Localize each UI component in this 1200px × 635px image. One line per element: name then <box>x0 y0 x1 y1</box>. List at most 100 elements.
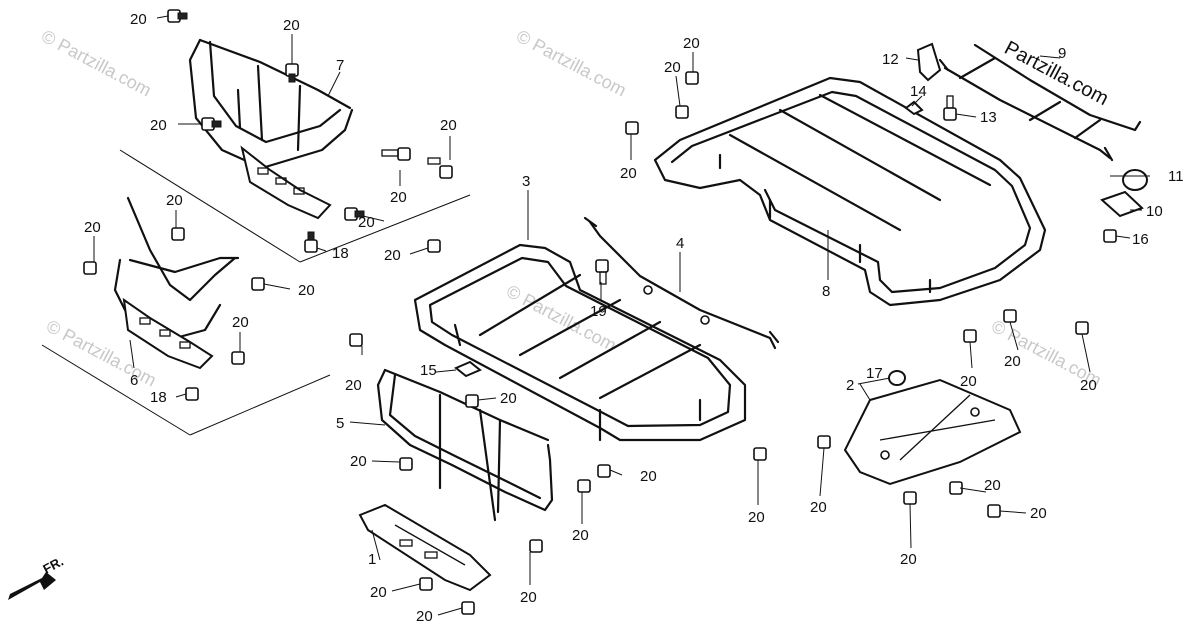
label-20: 20 <box>283 17 300 34</box>
label-20: 20 <box>1030 505 1047 522</box>
label-5: 5 <box>336 415 344 432</box>
bolt-20[interactable] <box>344 207 365 221</box>
label-20: 20 <box>1080 377 1097 394</box>
collar-11[interactable] <box>1122 169 1148 191</box>
bolt-20[interactable] <box>251 277 265 291</box>
bracket-12[interactable] <box>916 42 942 82</box>
bolt-16[interactable] <box>1103 229 1117 243</box>
label-20: 20 <box>620 165 637 182</box>
bolt-20[interactable] <box>817 435 831 449</box>
bolt-18[interactable] <box>304 231 318 253</box>
rear-guard-6[interactable] <box>113 196 240 370</box>
front-direction-marker: FR. <box>8 554 66 600</box>
bolt-13[interactable] <box>943 95 957 121</box>
label-8: 8 <box>822 283 830 300</box>
label-20: 20 <box>900 551 917 568</box>
front-label: FR. <box>40 554 66 577</box>
label-18: 18 <box>332 245 349 262</box>
rear-carrier-8[interactable] <box>653 76 1047 307</box>
bolt-20[interactable] <box>675 105 689 119</box>
label-20: 20 <box>84 219 101 236</box>
washer-15[interactable] <box>454 360 482 378</box>
label-20: 20 <box>370 584 387 601</box>
bolt-20[interactable] <box>427 239 441 253</box>
label-11: 11 <box>1168 168 1184 185</box>
label-20: 20 <box>572 527 589 544</box>
label-20: 20 <box>520 589 537 606</box>
bolts <box>83 9 1117 615</box>
bolt-20[interactable] <box>349 333 363 347</box>
bolt-20[interactable] <box>903 491 917 505</box>
watermarks: © Partzilla.com © Partzilla.com © Partzi… <box>38 26 1104 391</box>
label-4: 4 <box>676 235 684 252</box>
bolt-20[interactable] <box>427 157 453 179</box>
cap-17[interactable] <box>888 370 906 386</box>
label-20: 20 <box>640 468 657 485</box>
label-20: 20 <box>350 453 367 470</box>
label-20: 20 <box>683 35 700 52</box>
bolt-19[interactable] <box>595 259 609 285</box>
front-bumper-7[interactable] <box>188 38 354 220</box>
bolt-20[interactable] <box>577 479 591 493</box>
label-9: 9 <box>1058 45 1066 62</box>
label-20: 20 <box>810 499 827 516</box>
bolt-20[interactable] <box>399 457 413 471</box>
bumper-5[interactable] <box>376 368 554 522</box>
label-20: 20 <box>984 477 1001 494</box>
section-dividers <box>41 149 471 436</box>
bolt-20[interactable] <box>987 504 1001 518</box>
label-20: 20 <box>232 314 249 331</box>
bolt-20[interactable] <box>963 329 977 343</box>
washer-14[interactable] <box>904 100 924 116</box>
label-20: 20 <box>390 189 407 206</box>
label-20: 20 <box>298 282 315 299</box>
bolt-20[interactable] <box>167 9 188 23</box>
bolt-20[interactable] <box>529 539 543 553</box>
label-20: 20 <box>960 373 977 390</box>
bolt-20[interactable] <box>171 227 185 241</box>
front-carrier-3[interactable] <box>413 243 747 442</box>
bolt-20[interactable] <box>461 601 475 615</box>
bolt-20[interactable] <box>1075 321 1089 335</box>
label-12: 12 <box>882 51 899 68</box>
bolt-20[interactable] <box>231 351 245 365</box>
label-20: 20 <box>748 509 765 526</box>
label-20: 20 <box>358 214 375 231</box>
stay-10[interactable] <box>1100 190 1144 218</box>
label-15: 15 <box>420 362 437 379</box>
bolt-20[interactable] <box>625 121 639 135</box>
bolt-20[interactable] <box>685 71 699 85</box>
bolt-20[interactable] <box>419 577 433 591</box>
bolt-18[interactable] <box>185 387 199 401</box>
skid-plate-1[interactable] <box>358 503 492 592</box>
small-parts <box>454 42 1148 386</box>
bolt-20[interactable] <box>597 464 611 478</box>
label-20: 20 <box>500 390 517 407</box>
bolt-20[interactable] <box>753 447 767 461</box>
label-2: 2 <box>846 377 854 394</box>
label-10: 10 <box>1146 203 1163 220</box>
label-20: 20 <box>166 192 183 209</box>
bolt-20[interactable] <box>465 394 479 408</box>
label-16: 16 <box>1132 231 1149 248</box>
label-14: 14 <box>910 83 927 100</box>
label-19: 19 <box>590 303 607 320</box>
bolt-20[interactable] <box>83 261 97 275</box>
label-6: 6 <box>130 372 138 389</box>
label-20: 20 <box>440 117 457 134</box>
label-3: 3 <box>522 173 530 190</box>
label-20: 20 <box>416 608 433 625</box>
bolt-20[interactable] <box>201 117 222 131</box>
label-20: 20 <box>345 377 362 394</box>
watermark: © Partzilla.com <box>513 26 629 101</box>
bolt-20[interactable] <box>1003 309 1017 323</box>
under-plate-2[interactable] <box>843 378 1022 486</box>
label-18: 18 <box>150 389 167 406</box>
rear-bar-9[interactable] <box>938 43 1142 162</box>
bolt-20[interactable] <box>381 147 411 161</box>
label-20: 20 <box>1004 353 1021 370</box>
brand-logo-text: Partzilla.com <box>1001 37 1112 110</box>
stay-bar-4[interactable] <box>583 216 780 350</box>
watermark: © Partzilla.com <box>38 26 154 101</box>
